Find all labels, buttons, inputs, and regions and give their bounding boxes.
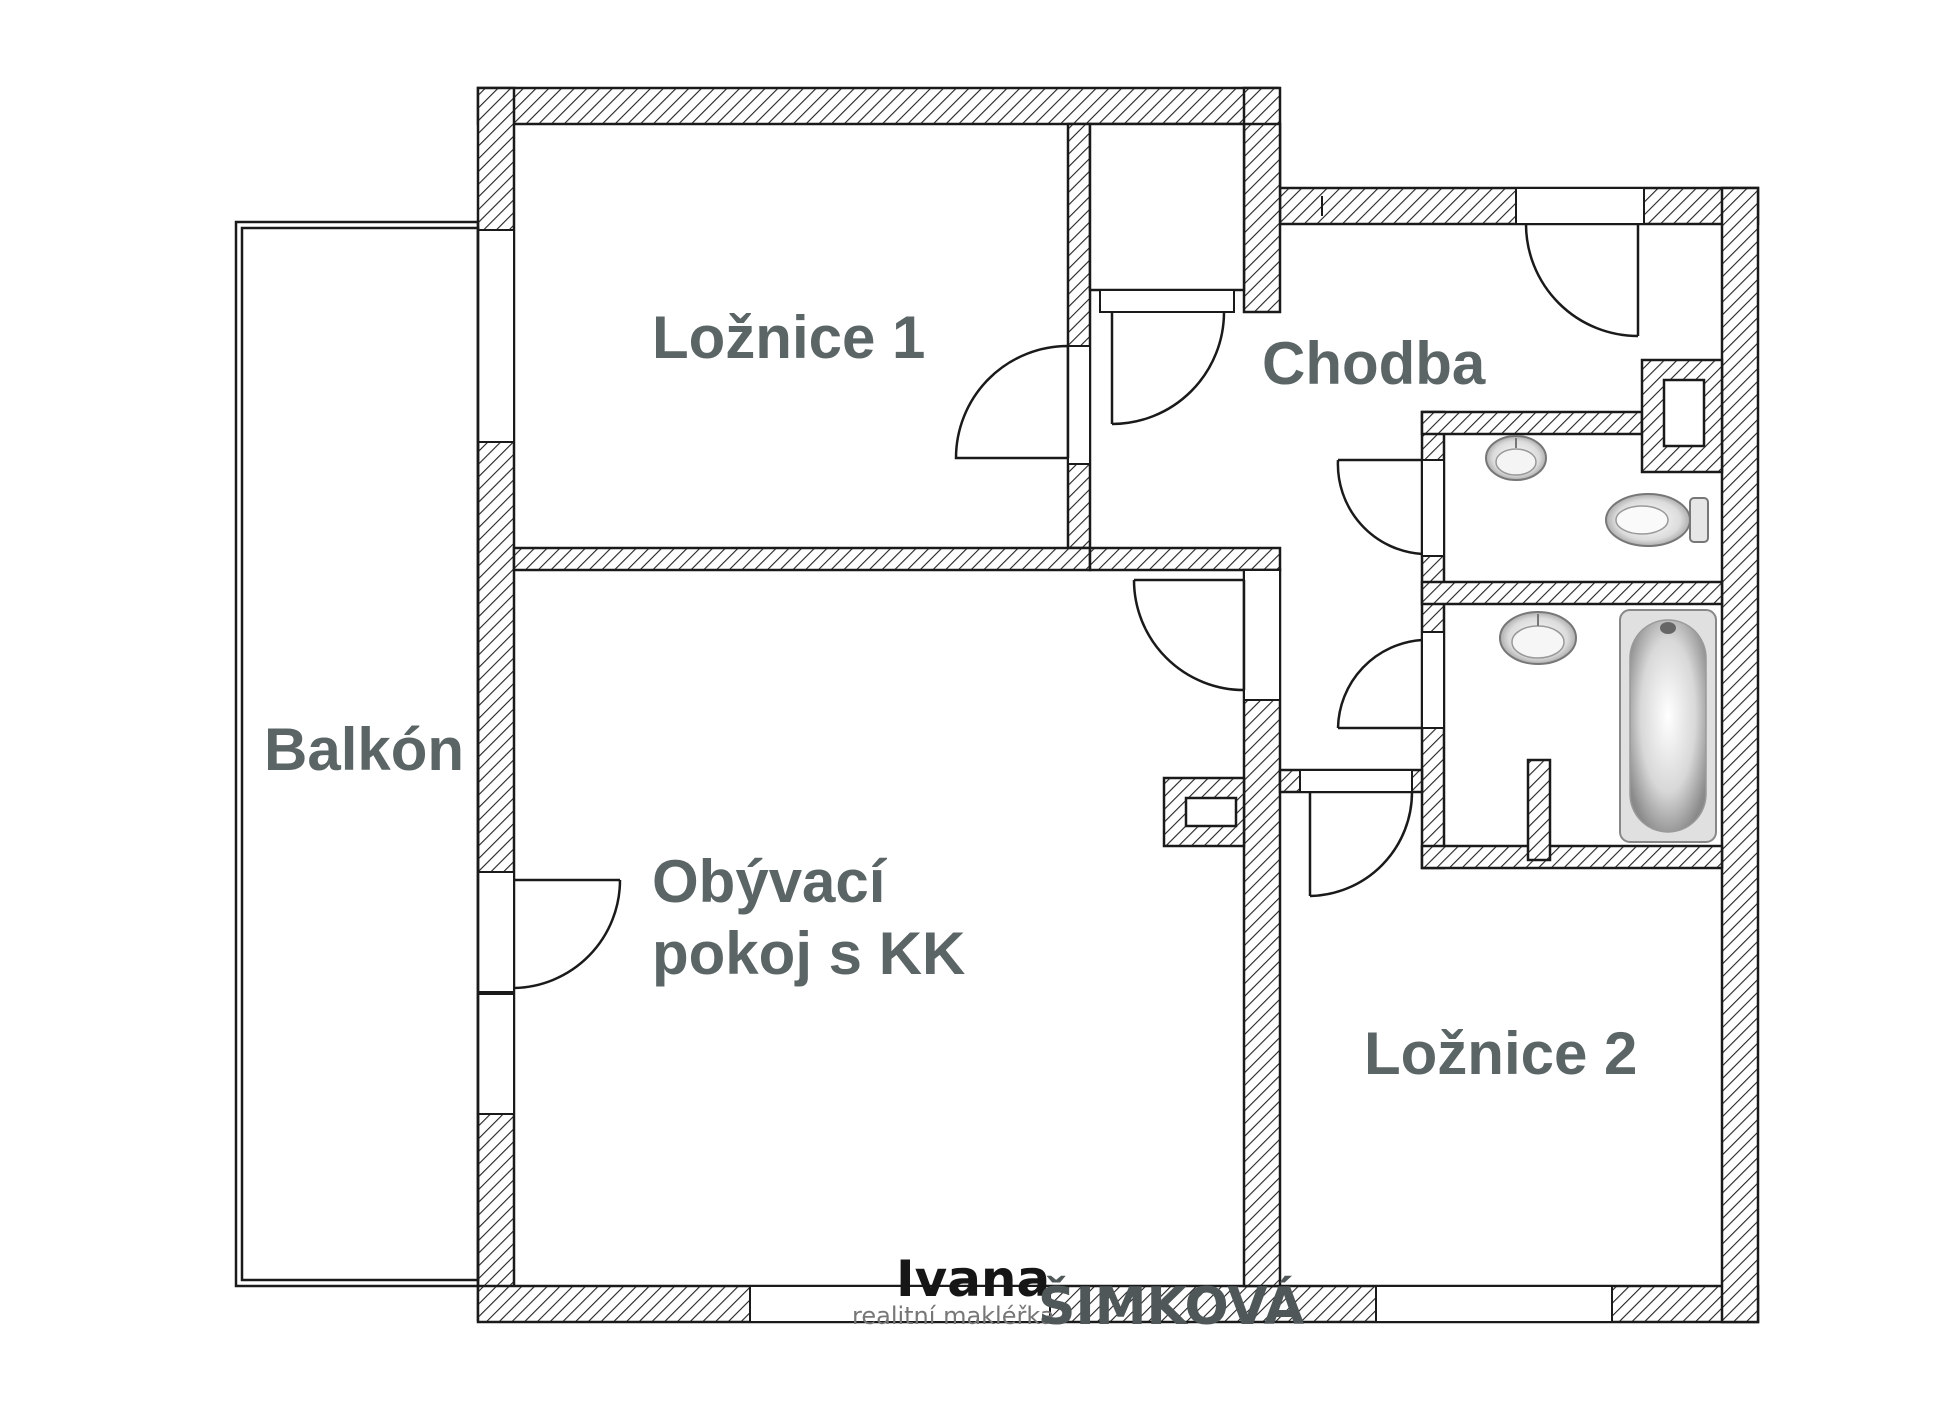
window-living-top: [477, 871, 515, 993]
wall-hall-living: [1088, 546, 1282, 572]
bath-sink-icon: [1499, 611, 1577, 665]
closet-void: [1088, 122, 1246, 292]
bathtub-icon: [1619, 609, 1717, 843]
label-balcony: Balkón: [264, 716, 464, 783]
door-balcony: [513, 878, 622, 990]
windows: [477, 187, 1645, 1323]
wall-bath-bottom: [1420, 844, 1724, 870]
door-entrance: [1524, 223, 1640, 338]
window-bedroom1: [477, 229, 515, 443]
wall-top-left: [476, 86, 1280, 126]
door-wc: [1336, 458, 1423, 556]
door-bath: [1336, 638, 1423, 730]
label-bedroom1: Ložnice 1: [652, 304, 925, 371]
label-hallway: Chodba: [1262, 330, 1486, 397]
window-top-hall: [1515, 187, 1645, 225]
window-bottom-bedroom2: [1375, 1285, 1613, 1323]
label-living-line1: Obývací: [652, 848, 888, 915]
toilet-icon: [1605, 493, 1709, 547]
wall-bedroom1-right: [1066, 122, 1092, 550]
door-bedroom1: [954, 344, 1070, 460]
window-living-bottom: [477, 993, 515, 1115]
wall-wc-bath: [1420, 580, 1724, 606]
door-living: [1132, 578, 1246, 692]
label-living-line2: pokoj s KK: [652, 920, 965, 987]
wall-closet-right: [1242, 122, 1282, 314]
shaft-void: [1662, 378, 1706, 448]
wall-right: [1720, 186, 1760, 1324]
door-gap-living: [1243, 569, 1281, 701]
window-bottom-living: [749, 1285, 1051, 1323]
logo-subtitle: realitní makléřka: [852, 1302, 1055, 1330]
wall-bedroom1-bottom: [512, 546, 1092, 572]
fixtures: [1485, 435, 1717, 843]
door-gap-bedroom2: [1299, 769, 1413, 793]
doors: [513, 223, 1640, 990]
door-gap-bedroom1: [1067, 345, 1091, 465]
watermark-logo: Ivana realitní makléřka ŠIMKOVÁ: [852, 1250, 1304, 1337]
label-bedroom2: Ložnice 2: [1364, 1020, 1637, 1087]
logo-first-name: Ivana: [896, 1250, 1050, 1308]
wall-bath-top: [1420, 410, 1644, 436]
door-gap-bath: [1421, 631, 1445, 729]
wall-bath-stub: [1526, 758, 1552, 862]
door-closet: [1110, 311, 1226, 426]
logo-last-name: ŠIMKOVÁ: [1038, 1275, 1304, 1337]
door-bedroom2: [1308, 791, 1414, 898]
wc-sink-icon: [1485, 435, 1547, 481]
niche-void: [1184, 796, 1238, 828]
balcony: [234, 220, 480, 1288]
door-gap-closet: [1099, 289, 1235, 313]
door-gap-wc: [1421, 459, 1445, 557]
